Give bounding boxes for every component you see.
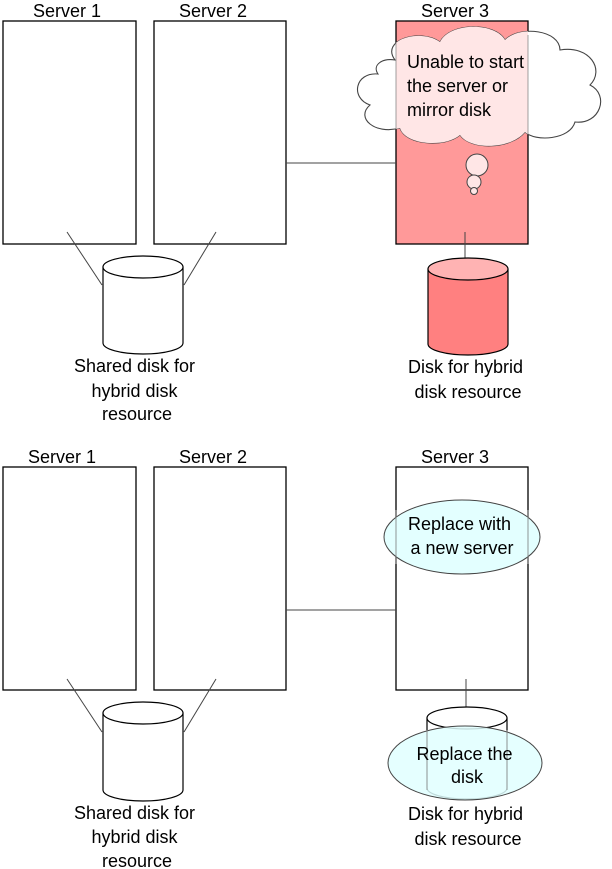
error-callout-text: Unable to start the server or mirror dis… [407, 52, 529, 120]
replace-disk-text: Replace the disk [416, 744, 517, 787]
replace-server-text: Replace with a new server [408, 514, 516, 558]
server2-label: Server 2 [179, 447, 247, 467]
server1-box [2, 466, 137, 691]
hybrid-disk-label: Disk for hybrid disk resource [408, 804, 528, 849]
shared-disk-label: Shared disk for hybrid disk resource [74, 803, 200, 869]
server2-disk-link [183, 678, 217, 733]
shared-disk-icon [102, 255, 184, 355]
server2-label: Server 2 [179, 1, 247, 21]
server2-box [153, 466, 287, 691]
server1-box [2, 20, 137, 245]
server2-box [153, 20, 287, 245]
server1-disk-link [66, 231, 103, 286]
error-callout-cloud [356, 26, 602, 195]
shared-disk-icon [102, 701, 184, 802]
hybrid-disk-failed-icon [427, 257, 509, 356]
server1-label: Server 1 [28, 447, 96, 467]
scenario-failure: Server 1 Server 2 Server 3 Shared disk f… [2, 1, 602, 424]
server1-label: Server 1 [33, 1, 101, 21]
shared-disk-label: Shared disk for hybrid disk resource [74, 356, 200, 424]
replace-disk-note [387, 725, 543, 801]
scenario-replacement: Server 1 Server 2 Server 3 Shared disk f… [2, 447, 543, 869]
hybrid-disk-label: Disk for hybrid disk resource [408, 357, 528, 402]
server3-label: Server 3 [421, 447, 489, 467]
server1-disk-link [66, 678, 103, 733]
server3-label: Server 3 [421, 1, 489, 21]
server2-disk-link [183, 231, 217, 286]
replace-server-note [383, 499, 541, 575]
